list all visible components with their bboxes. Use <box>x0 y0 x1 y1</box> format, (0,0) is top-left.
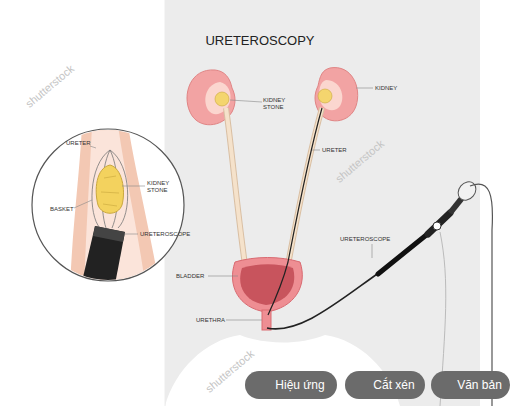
part-label: URETER <box>322 147 347 154</box>
inset-label: KIDNEY STONE <box>147 180 173 194</box>
watermark: shutterstock <box>23 62 76 109</box>
diagram-title: URETEROSCOPY <box>0 33 520 48</box>
button-label: Văn bản <box>439 378 502 392</box>
inset-label: URETEROSCOPE <box>140 231 190 238</box>
part-label: KIDNEY STONE <box>263 97 289 111</box>
part-label: KIDNEY <box>375 85 397 92</box>
toolbar-button: Cắt xén <box>345 371 425 399</box>
inset-label: BASKET <box>50 206 74 213</box>
button-label: Cắt xén <box>355 378 414 392</box>
button-label: Hiệu ứng <box>257 378 324 392</box>
part-label: URETEROSCOPE <box>340 236 390 243</box>
part-label: URETHRA <box>196 317 225 324</box>
toolbar-button: Hiệu ứng <box>245 371 337 399</box>
inset-label: URETER <box>66 140 91 147</box>
toolbar-button: Văn bản <box>431 371 510 399</box>
part-label: BLADDER <box>176 273 204 280</box>
